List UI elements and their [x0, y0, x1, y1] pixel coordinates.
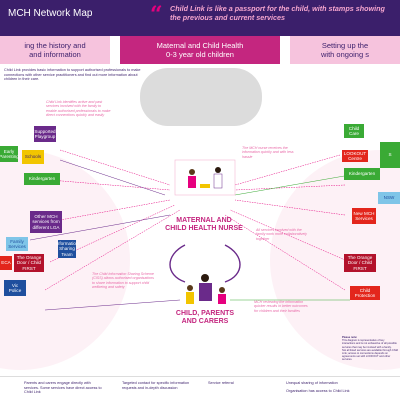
note-right-mid: All services involved with the family wo…: [256, 228, 307, 241]
band-center: Maternal and Child Health 0-3 year old c…: [120, 36, 280, 64]
header-quote: Child Link is like a passport for the ch…: [170, 4, 385, 22]
intro-text: Child Link provides basic information to…: [4, 68, 141, 82]
legend-item-1: Parents and carers engage directly with …: [24, 381, 102, 395]
notes-line-2: Not all listed services are available th…: [342, 348, 398, 362]
notes-line-1: This diagram is representative of key in…: [342, 339, 397, 349]
page-title: MCH Network Map: [8, 8, 93, 19]
box-schools: Schools: [22, 150, 44, 164]
box-orange-door-left: The Orange Door / Child FIRST: [14, 254, 44, 272]
box-kindergarten-right: Kindergarten: [344, 168, 380, 180]
box-child-protection: Child Protection: [350, 286, 380, 300]
note-right-top: The MCH nurse receives the information q…: [242, 146, 294, 159]
label-children: CHILD, PARENTS AND CARERS: [175, 310, 235, 326]
info-cloud: [140, 68, 262, 126]
band-left: ing the history and and information: [0, 36, 110, 64]
box-lookout: LOOKOUT Centre: [342, 150, 368, 162]
notes-heading: Please note:: [342, 336, 358, 339]
box-vic-police: Vic Police: [4, 280, 26, 296]
band-right: Setting up the with ongoing s: [290, 36, 400, 64]
label-mch-nurse: MATERNAL AND CHILD HEALTH NURSE: [165, 217, 243, 233]
header-bar: MCH Network Map “ Child Link is like a p…: [0, 0, 400, 36]
box-supported-playgroup: Supported Playgroup: [34, 126, 56, 142]
legend-item-2: Targeted contact for specific informatio…: [122, 381, 190, 390]
legend-item-5: Organisation has access to Child Link: [286, 389, 350, 393]
box-new-mch: New MCH Services: [352, 208, 376, 224]
box-eca: ECA: [0, 256, 12, 270]
quote-mark-icon: “: [150, 2, 163, 28]
box-other-mch: Other MCH services from different LGA: [30, 211, 62, 233]
box-orange-door-right: The Orange Door / Child FIRST: [344, 254, 376, 272]
note-left-top: Child Link identifies active and past se…: [46, 100, 111, 118]
box-child-care: Child Care: [344, 124, 364, 138]
band-left-label: ing the history and and information: [24, 41, 86, 59]
box-nsw: NSW: [378, 192, 400, 204]
note-right-bottom: MCH reviewing the information quicker re…: [254, 300, 308, 313]
box-family-services: Family Services: [6, 237, 28, 251]
legend-item-4: Unequal sharing of information: [286, 381, 338, 385]
legend-item-3: Service referral: [208, 381, 234, 385]
box-info-sharing: Information Sharing Team: [55, 240, 79, 258]
box-s-right: S: [380, 142, 400, 168]
band-right-label: Setting up the with ongoing s: [321, 41, 369, 59]
legend-footer: Parents and carers engage directly with …: [0, 376, 400, 400]
box-early-parenting: Early Parenting: [0, 146, 19, 162]
box-kindergarten-left: Kindergarten: [24, 173, 60, 185]
band-center-label: Maternal and Child Health 0-3 year old c…: [156, 41, 244, 59]
note-left-mid: The Child Information Sharing Scheme (CI…: [92, 272, 154, 290]
notes-block: Please note: This diagram is representat…: [342, 336, 398, 362]
